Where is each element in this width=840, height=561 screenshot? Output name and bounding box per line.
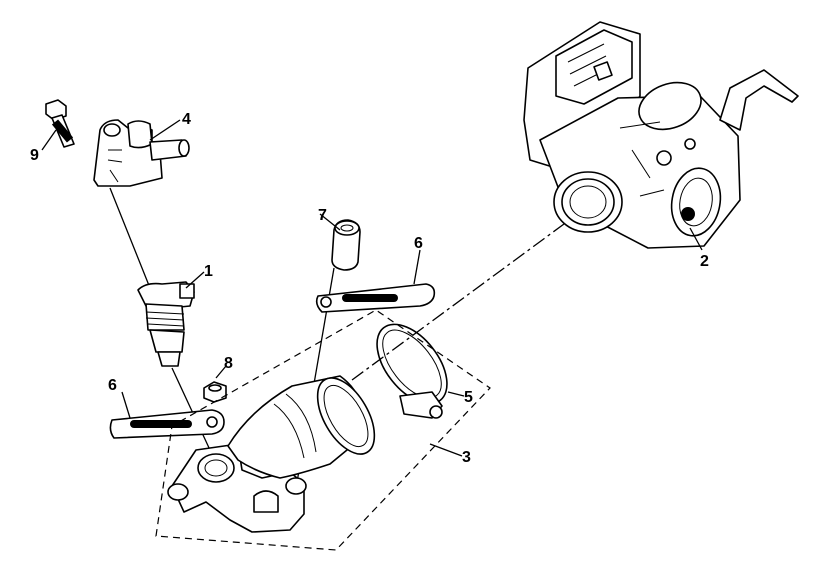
part-3-kit-boundary [155, 309, 491, 551]
part-6-clamp-plate-left[interactable] [109, 409, 225, 439]
part-4-fuel-rail[interactable] [93, 119, 190, 187]
leader-line-5 [447, 391, 465, 397]
part-8-nut[interactable] [203, 381, 227, 403]
callout-6b: 6 [414, 235, 423, 252]
callout-1: 1 [204, 263, 213, 280]
part-3-intake-manifold[interactable] [167, 369, 386, 533]
part-9-bolt[interactable] [45, 99, 75, 148]
part-5-hose-clamp[interactable] [363, 312, 461, 419]
part-7-sleeve[interactable] [331, 219, 361, 271]
leader-line-3 [429, 443, 463, 457]
leader-line-8 [215, 365, 227, 379]
leader-line-9 [41, 129, 57, 151]
leader-line-1 [185, 271, 205, 289]
callout-9: 9 [30, 147, 39, 164]
leader-line-6a [121, 391, 131, 419]
leader-line-2 [689, 227, 703, 251]
callout-2: 2 [700, 253, 709, 270]
callout-3: 3 [462, 449, 471, 466]
part-2-throttle-body[interactable] [523, 21, 799, 249]
part-1-fuel-injector[interactable] [137, 281, 195, 367]
assembly-line-3-2 [351, 223, 565, 381]
leader-line-4 [149, 119, 181, 141]
leader-line-6b [413, 249, 421, 285]
assembly-line-4-1 [109, 187, 151, 289]
callout-7: 7 [318, 207, 327, 224]
callout-5: 5 [464, 389, 473, 406]
callout-8: 8 [224, 355, 233, 372]
assembly-line-1-3 [171, 367, 211, 451]
callout-6a: 6 [108, 377, 117, 394]
callout-4: 4 [182, 111, 191, 128]
leader-line-7 [319, 213, 341, 231]
part-6-clamp-plate-right[interactable] [315, 283, 436, 313]
